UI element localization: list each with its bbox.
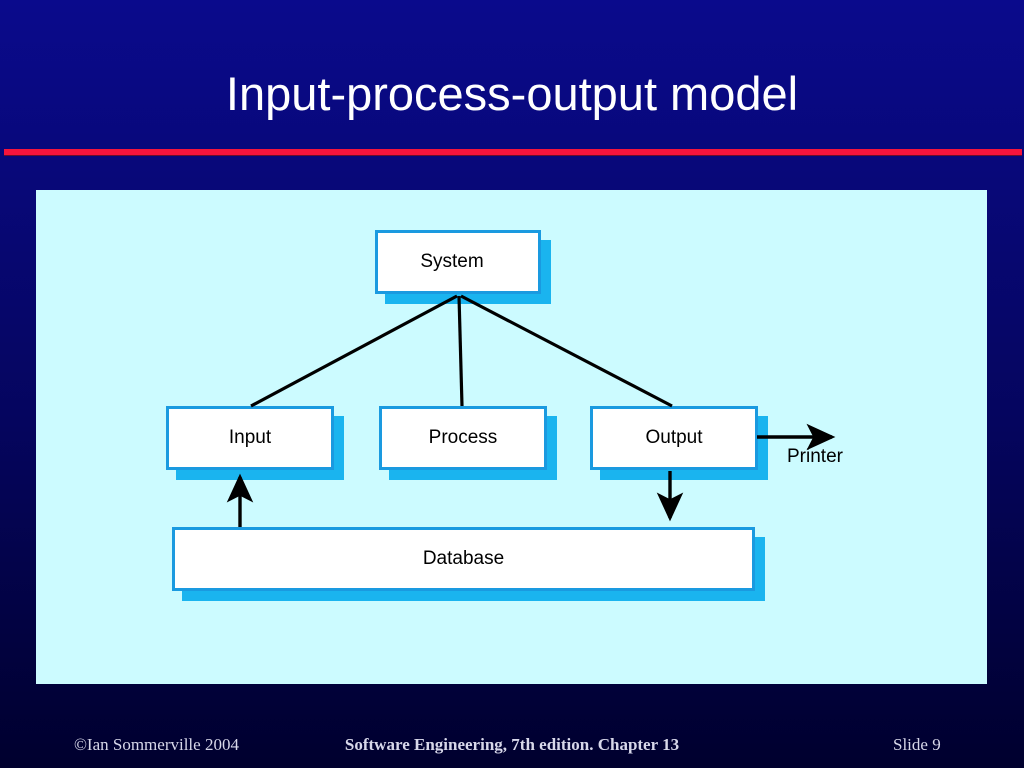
- node-database[interactable]: Database: [172, 527, 755, 591]
- node-label-input: Input: [228, 427, 272, 448]
- node-label-system: System: [420, 251, 484, 272]
- node-label-database: Database: [422, 548, 505, 569]
- title-divider: [4, 149, 1022, 156]
- node-label-output: Output: [645, 427, 703, 448]
- label-printer: Printer: [787, 446, 843, 467]
- node-output[interactable]: Output: [590, 406, 758, 470]
- node-label-process: Process: [428, 427, 498, 448]
- node-input[interactable]: Input: [166, 406, 334, 470]
- page-title: Input-process-output model: [225, 67, 799, 120]
- node-system[interactable]: System: [375, 230, 541, 294]
- footer-slide-number: Slide 9: [893, 735, 941, 754]
- footer-copyright: ©Ian Sommerville 2004: [74, 735, 239, 754]
- footer-center-text: Software Engineering, 7th edition. Chapt…: [344, 735, 680, 754]
- node-process[interactable]: Process: [379, 406, 547, 470]
